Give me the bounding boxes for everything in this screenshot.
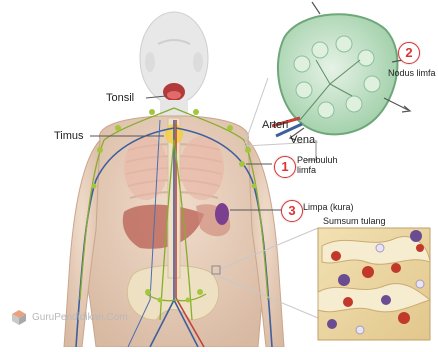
label-vena: Vena	[290, 134, 315, 146]
label-pembuluh-limfa: Pembuluh limfa	[297, 155, 338, 175]
badge-2: 2	[398, 42, 420, 64]
watermark: GuruPendidikan.Com	[12, 312, 128, 323]
label-limpa: Limpa (kura)	[303, 202, 354, 212]
watermark-text: GuruPendidikan.Com	[32, 312, 128, 323]
badge-1: 1	[274, 156, 296, 178]
label-timus: Timus	[54, 130, 84, 142]
label-sumsum-tulang: Sumsum tulang	[323, 216, 386, 226]
cube-logo-icon	[10, 308, 28, 326]
label-tonsil: Tonsil	[106, 92, 134, 104]
label-arteri: Arteri	[262, 119, 288, 131]
label-nodus-limfa: Nodus limfa	[388, 68, 436, 78]
head	[140, 12, 208, 122]
bone-marrow-inset	[318, 228, 430, 340]
badge-3: 3	[281, 200, 303, 222]
